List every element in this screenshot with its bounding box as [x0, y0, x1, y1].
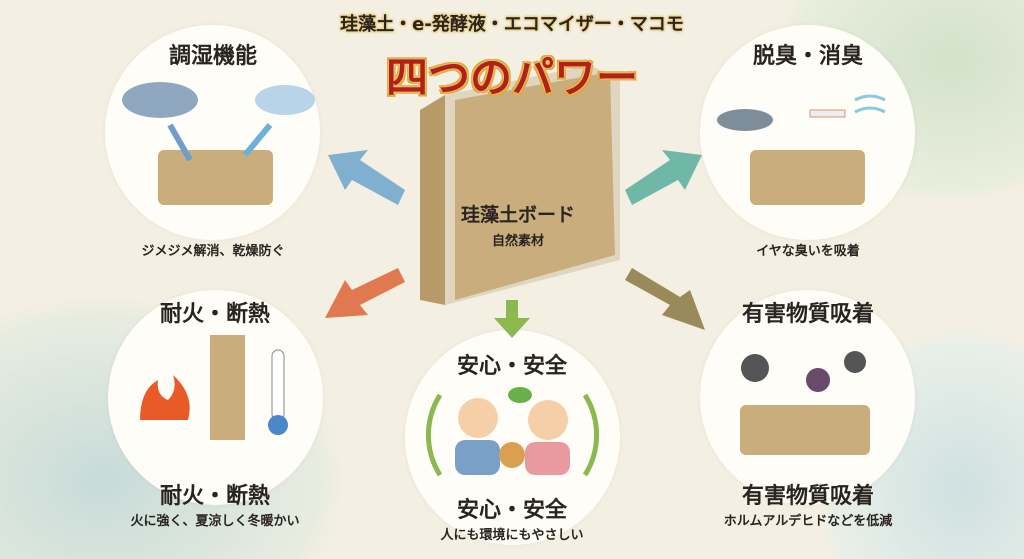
fireproof-desc: 火に強く、夏涼しく冬暖かい	[130, 514, 300, 529]
absorb-circle	[700, 290, 915, 505]
absorb-title-lower: 有害物質吸着	[741, 484, 875, 509]
board-label: 珪藻土ボード	[460, 204, 576, 226]
safety-title-lower: 安心・安全	[456, 498, 568, 523]
arrow-bottom-left	[325, 268, 405, 318]
absorb-illustration	[740, 351, 870, 455]
deodorize-desc: イヤな臭いを吸着	[756, 244, 860, 259]
deodorize-illustration	[717, 94, 886, 205]
fireproof-title: 耐火・断熱	[159, 302, 271, 327]
arrow-top-right	[625, 150, 702, 205]
deodorize-title: 脱臭・消臭	[752, 44, 864, 69]
safety-circle	[405, 330, 620, 545]
absorb-title: 有害物質吸着	[741, 302, 875, 327]
humidity-desc: ジメジメ解消、乾燥防ぐ	[141, 244, 285, 259]
fireproof-illustration	[140, 335, 288, 440]
absorb-desc: ホルムアルデヒドなどを低減	[723, 514, 893, 529]
fire-icon	[140, 375, 190, 420]
page-title: 四つのパワー	[385, 53, 639, 102]
subtitle: 珪藻土・e-発酵液・エコマイザー・マコモ	[340, 14, 684, 35]
board-sublabel: 自然素材	[491, 234, 545, 249]
family-illustration	[425, 387, 600, 477]
arrow-bottom-right	[625, 268, 705, 330]
arrow-down	[494, 300, 530, 338]
safety-title: 安心・安全	[456, 354, 568, 379]
arrow-top-left	[328, 150, 405, 205]
safety-desc: 人にも環境にもやさしい	[440, 528, 584, 543]
fireproof-title-lower: 耐火・断熱	[159, 484, 271, 509]
diatomite-board-illustration	[420, 65, 620, 305]
humidity-title: 調湿機能	[168, 44, 258, 69]
humidity-illustration	[122, 82, 315, 205]
